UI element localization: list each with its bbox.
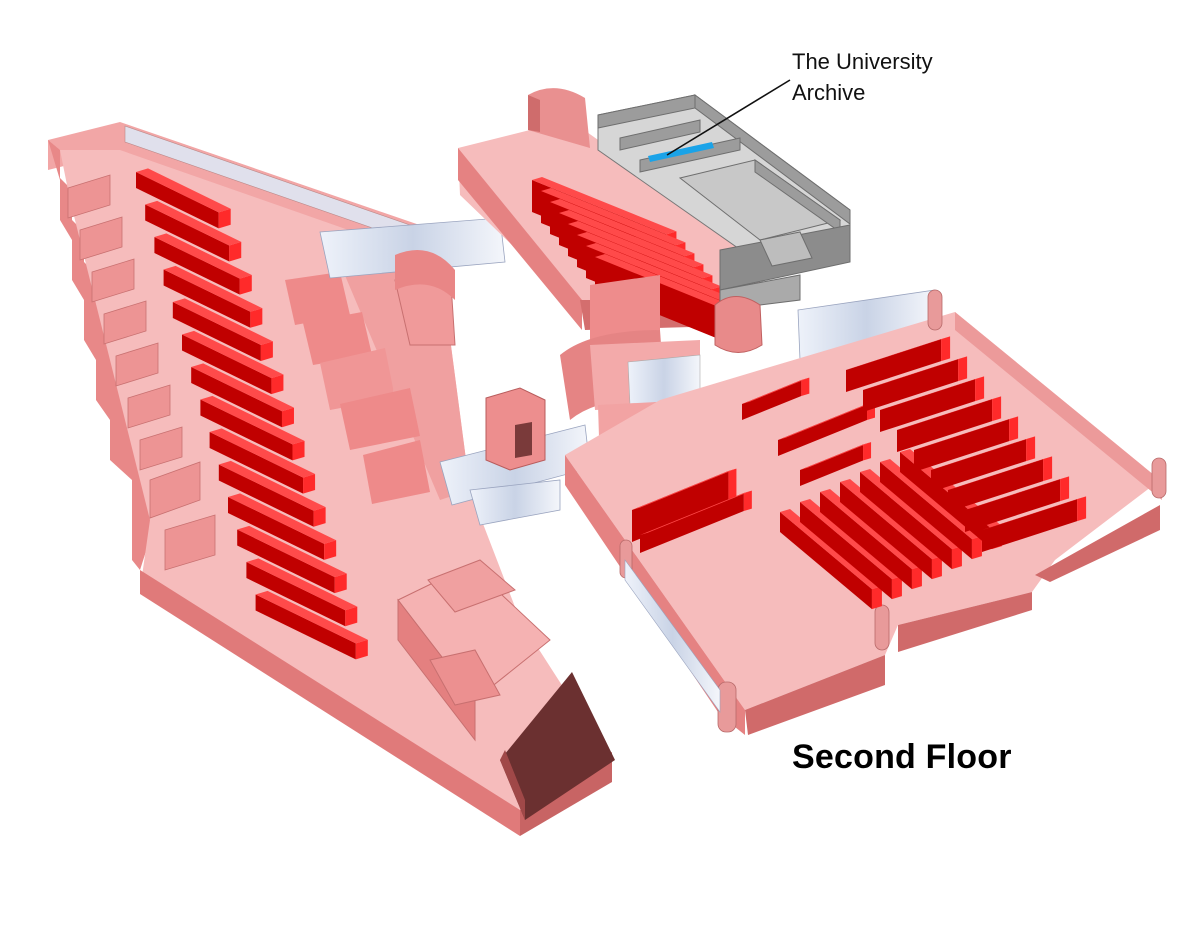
university-archive	[597, 94, 851, 311]
bookshelf	[880, 376, 985, 432]
bookshelf	[632, 468, 737, 542]
bookshelf	[163, 265, 263, 328]
west-restroom-block	[397, 559, 551, 742]
archive-callout-leader	[666, 79, 791, 156]
bookshelf	[182, 330, 284, 395]
bookshelf	[172, 298, 273, 361]
west-zigzag-wall	[48, 140, 156, 570]
east-columns	[619, 289, 1167, 733]
bookshelf	[982, 496, 1087, 552]
bookshelf	[237, 525, 347, 594]
west-shelves	[136, 168, 368, 660]
bookshelf	[931, 436, 1036, 492]
bookshelf	[191, 363, 294, 428]
bookshelf	[200, 395, 305, 461]
bookshelf	[948, 456, 1053, 512]
bookshelf	[154, 233, 252, 295]
bookshelf	[209, 428, 316, 494]
bookshelf	[914, 416, 1019, 472]
west-side-rooms	[285, 272, 430, 504]
floor-title: Second Floor	[792, 738, 1012, 776]
bookshelf	[246, 558, 358, 627]
west-bay-windows	[67, 174, 216, 571]
north-shelves	[532, 177, 740, 344]
bookshelf	[640, 490, 752, 553]
north-round-tower	[528, 88, 590, 148]
bookshelf	[800, 442, 872, 486]
bookshelf	[255, 590, 368, 660]
bookshelf	[218, 460, 326, 527]
bookshelf	[136, 168, 231, 229]
east-shelves	[632, 336, 1087, 610]
bookshelf	[863, 356, 968, 412]
west-stairwell	[500, 672, 615, 820]
archive-callout-label: The University Archive	[792, 46, 933, 108]
bookshelf	[965, 476, 1070, 532]
archive-highlight	[648, 142, 714, 162]
bookshelf	[145, 200, 242, 262]
bookshelf	[897, 396, 1002, 452]
archive-callout-line1: The University	[792, 49, 933, 74]
bookshelf	[742, 377, 810, 420]
bookshelf	[846, 336, 951, 392]
bookshelf	[228, 493, 337, 560]
archive-callout-line2: Archive	[792, 80, 866, 105]
